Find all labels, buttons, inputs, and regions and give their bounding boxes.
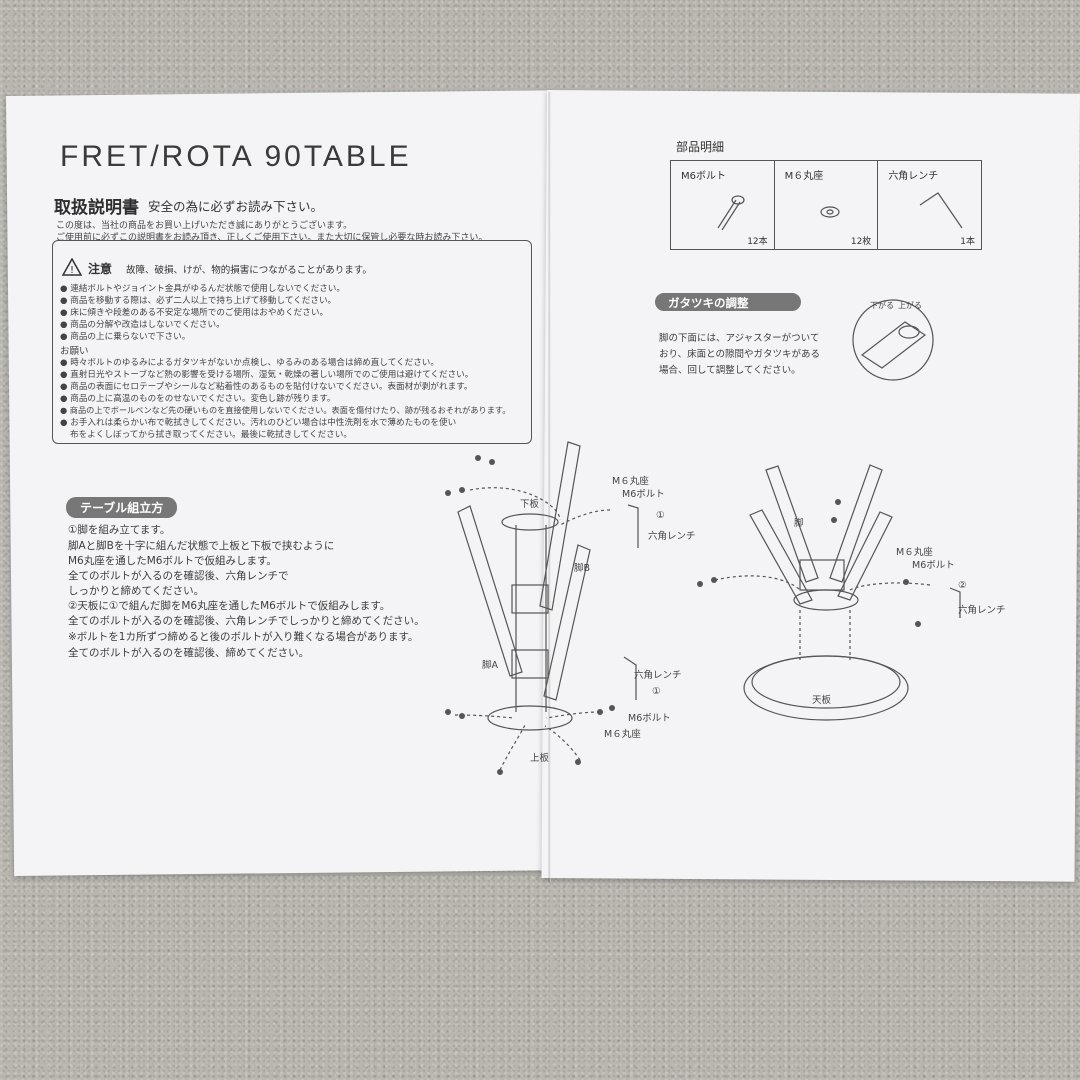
caution-box [52, 240, 532, 444]
label-tabletop: 天板 [812, 695, 832, 706]
adjust-up-label: 上がる [898, 301, 922, 310]
parts-table: M6ボルト 12本 M６丸座 12枚 六角レンチ 1本 [670, 160, 982, 250]
label-step-1: ① [656, 510, 665, 521]
label-step-2: ② [958, 580, 967, 591]
part-qty: 12枚 [850, 237, 872, 247]
label-leg: 脚 [794, 518, 804, 529]
label-m6-washer: M６丸座 [612, 476, 649, 487]
request-item: ● 商品の表面にセロテープやシールなど粘着性のあるものを貼付けないでください。表… [60, 382, 473, 392]
label-m6-washer: M６丸座 [896, 547, 933, 558]
intro-line: この度は、当社の商品をお買い上げいただき誠にありがとうございます。 [56, 221, 353, 231]
assembly-line: M6丸座を通したM6ボルトで仮組みします。 [68, 555, 277, 567]
warning-icon: ! [61, 257, 83, 280]
part-name: 六角レンチ [888, 171, 939, 182]
label-leg-b: 脚B [574, 563, 591, 574]
request-label: お願い [60, 346, 89, 357]
adjust-line: 場合、回して調整してください。 [659, 365, 801, 376]
caution-item: ● 床に傾きや段差のある不安定な場所でのご使用はおやめください。 [60, 308, 329, 318]
assembly-line: 全てのボルトが入るのを確認後、六角レンチで [68, 570, 289, 582]
caution-text: 故障、破損、けが、物的損害につながることがあります。 [126, 265, 372, 276]
parts-cell-wrench: 六角レンチ 1本 [877, 160, 982, 250]
assembly-line: 全てのボルトが入るのを確認後、六角レンチでしっかりと締めてください。 [68, 615, 425, 627]
parts-cell-washer: M６丸座 12枚 [773, 160, 879, 250]
part-qty: 1本 [960, 237, 975, 247]
part-name: M６丸座 [784, 171, 824, 182]
adjust-section-title: ガタツキの調整 [668, 296, 749, 310]
manual-heading: 取扱説明書 [54, 198, 139, 218]
svg-text:!: ! [70, 265, 74, 276]
assembly-line: ※ボルトを1カ所ずつ締めると後のボルトが入り難くなる場合があります。 [68, 631, 419, 643]
label-step-1: ① [652, 686, 661, 697]
caution-item: ● 連結ボルトやジョイント金具がゆるんだ状態で使用しないでください。 [60, 284, 345, 294]
request-item: ● 時々ボルトのゆるみによるガタツキがないか点検し、ゆるみのある場合は締め直して… [60, 358, 439, 368]
assembly-line: 全てのボルトが入るのを確認後、締めてください。 [68, 647, 310, 659]
label-m6-bolt: M6ボルト [912, 560, 955, 571]
request-item: ● 商品の上に高温のものをのせないでください。変色し跡が残ります。 [60, 394, 336, 404]
request-item: ● 商品の上でボールペンなど先の硬いものを直接使用しないでください。表面を傷付け… [60, 405, 511, 415]
label-upper-board: 上板 [530, 753, 550, 764]
assembly-line: ①脚を組み立てます。 [68, 524, 171, 536]
label-m6-bolt: M6ボルト [622, 489, 665, 500]
caution-label: 注意 [88, 262, 113, 276]
part-qty: 12本 [747, 237, 768, 247]
adjust-line: おり、床面との隙間やガタツキがある [659, 349, 821, 360]
caution-item: ● 商品の分解や改造はしないでください。 [60, 320, 225, 330]
label-hex-wrench: 六角レンチ [634, 670, 682, 681]
label-hex-wrench: 六角レンチ [958, 605, 1006, 616]
document-title: FRET/ROTA 90TABLE [60, 140, 412, 173]
parts-title: 部品明細 [676, 140, 725, 154]
request-item: 布をよくしぼってから拭き取ってください。最後に乾拭きしてください。 [70, 430, 352, 440]
caution-item: ● 商品を移動する際は、必ず二人以上で持ち上げて移動してください。 [60, 296, 337, 306]
manual-subheading: 安全の為に必ずお読み下さい。 [148, 199, 324, 214]
parts-cell-bolt: M6ボルト 12本 [670, 160, 775, 250]
request-item: ● お手入れは柔らかい布で乾拭きしてください。汚れのひどい場合は中性洗剤を水で薄… [60, 418, 457, 428]
assembly-line: ②天板に①で組んだ脚をM6丸座を通したM6ボルトで仮組みします。 [68, 600, 391, 612]
part-name: M6ボルト [681, 171, 726, 182]
label-m6-washer: M６丸座 [604, 729, 641, 740]
adjust-down-label: 下がる [870, 301, 894, 310]
label-hex-wrench: 六角レンチ [648, 531, 696, 542]
assembly-line: 脚Aと脚Bを十字に組んだ状態で上板と下板で挟むように [68, 540, 335, 552]
intro-line: ご使用前に必ずこの説明書をお読み頂き、正しくご使用下さい。また大切に保管し必要な… [56, 233, 488, 243]
request-item: ● 直射日光やストーブなど熱の影響を受ける場所、湿気・乾燥の著しい場所でのご使用… [60, 370, 474, 380]
label-m6-bolt: M6ボルト [628, 713, 671, 724]
adjust-line: 脚の下面には、アジャスターがついて [659, 333, 820, 344]
label-lower-board: 下板 [520, 499, 540, 510]
caution-item: ● 商品の上に乗らないで下さい。 [60, 332, 191, 342]
assembly-section-title: テーブル組立方 [66, 497, 178, 518]
assembly-line: しっかりと締めてください。 [68, 585, 205, 597]
label-leg-a: 脚A [482, 660, 498, 671]
